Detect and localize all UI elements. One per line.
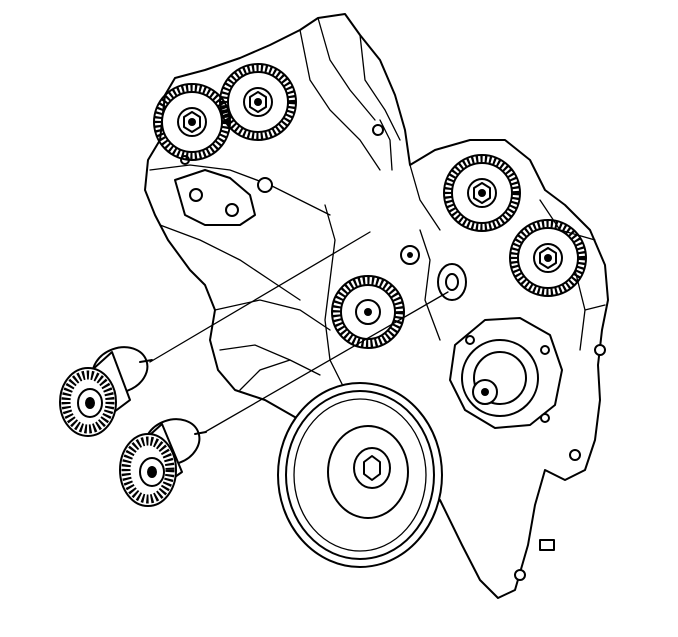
left-camshaft-sprocket-front xyxy=(154,84,230,160)
lower-idler-leader-line xyxy=(204,291,449,433)
crankshaft-sprocket xyxy=(331,275,405,349)
upper-idler-pulley xyxy=(59,346,153,437)
upper-idler-leader-line xyxy=(149,231,371,363)
right-camshaft-sprocket-rear xyxy=(444,155,520,231)
left-camshaft-sprocket-rear xyxy=(220,64,296,140)
lower-idler-pulley xyxy=(119,418,207,507)
crankshaft-pulley xyxy=(277,382,443,568)
right-camshaft-sprocket-front xyxy=(510,220,586,296)
water-pump xyxy=(449,317,563,429)
